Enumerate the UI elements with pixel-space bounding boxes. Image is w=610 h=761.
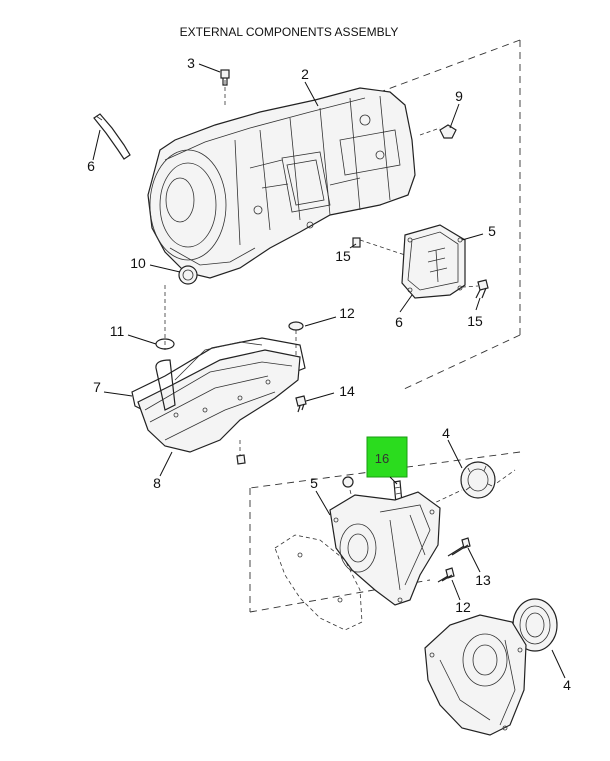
- callout-5-lower: 5: [310, 475, 318, 491]
- transfer-case-housing: [424, 614, 527, 736]
- small-plug: [342, 476, 354, 488]
- callout-7: 7: [93, 379, 101, 395]
- bolt-part-13: [447, 537, 471, 557]
- callout-4-upper: 4: [442, 425, 450, 441]
- plug-part-15-upper: [352, 237, 361, 248]
- callout-12-upper: 12: [339, 305, 355, 321]
- callout-labels: 2 3 9 6 10 15 5 6 15 12 11 7 14 8 4 5 13…: [87, 55, 571, 693]
- callout-5-upper: 5: [488, 223, 496, 239]
- pan-bolt: [236, 454, 246, 465]
- extension-gasket: [274, 534, 363, 631]
- washer-part-12-upper: [288, 321, 304, 331]
- highlight-callout-16[interactable]: 16: [366, 436, 408, 485]
- callout-11: 11: [110, 323, 125, 339]
- seal-part-4-upper: [460, 461, 496, 499]
- oil-pan-part-8: [137, 341, 301, 453]
- callout-10: 10: [130, 255, 146, 271]
- transmission-case: [147, 87, 416, 279]
- extension-housing-part-5-lower: [329, 491, 441, 606]
- bolt-part-3: [220, 69, 230, 86]
- highlight-box[interactable]: [366, 436, 408, 478]
- diagram-title: EXTERNAL COMPONENTS ASSEMBLY: [180, 25, 399, 39]
- drain-bolt-part-14: [295, 395, 307, 413]
- highlight-leader: [389, 476, 398, 485]
- callout-3: 3: [187, 55, 195, 71]
- callout-8: 8: [153, 475, 161, 491]
- callout-12-lower: 12: [455, 599, 471, 615]
- callout-14: 14: [339, 383, 355, 399]
- bolt-part-12-lower: [437, 567, 455, 583]
- callout-15-lower: 15: [467, 313, 483, 329]
- callout-6-lower: 6: [395, 314, 403, 330]
- callout-13: 13: [475, 572, 491, 588]
- vent-tube-part-6: [93, 113, 131, 160]
- leader-lines: [92, 63, 566, 679]
- seal-ring-part-10: [178, 265, 198, 285]
- callout-6-upper: 6: [87, 158, 95, 174]
- highlight-label: 16: [375, 451, 389, 466]
- callout-9: 9: [455, 88, 463, 104]
- clip-part-9: [439, 124, 457, 139]
- callout-4-lower: 4: [563, 677, 571, 693]
- callout-2: 2: [301, 66, 309, 82]
- bolt-part-15-lower: [475, 279, 489, 299]
- callout-15-upper: 15: [335, 248, 351, 264]
- cover-plate-part-5-upper: [401, 224, 466, 299]
